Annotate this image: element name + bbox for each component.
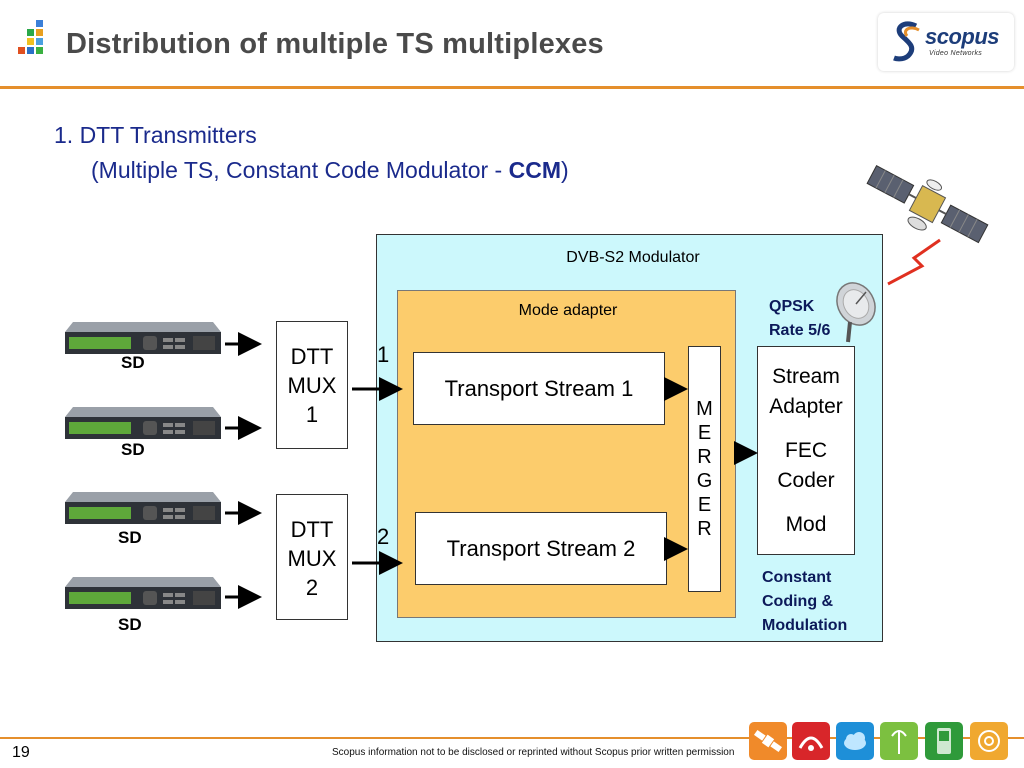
sd-label: SD (118, 528, 142, 547)
sd-label: SD (118, 615, 142, 634)
modulator-label: DVB-S2 Modulator (566, 249, 700, 266)
bullet-line-2-bold: CCM (508, 157, 561, 183)
dtt-mux-1-box: DTT MUX 1 (276, 321, 348, 449)
input-2-number: 2 (377, 524, 390, 549)
sd-label: SD (121, 440, 145, 459)
logo-text: scopus (925, 24, 1000, 49)
satellite-icon (866, 165, 989, 244)
stream-adapter-line: Stream (772, 365, 840, 388)
signal-lightning-icon (887, 238, 941, 286)
sd-encoder-device (65, 577, 221, 609)
transport-stream-2-label: Transport Stream 2 (446, 535, 636, 561)
mux-line: DTT (290, 344, 334, 369)
mux-line: 1 (305, 402, 319, 427)
qpsk-note: QPSK Rate 5/6 (769, 295, 830, 343)
ccm-line: Constant (762, 569, 832, 586)
broadcast-icon (792, 722, 830, 760)
page-title: Distribution of multiple TS multiplexes (66, 28, 604, 60)
transport-stream-2-box: Transport Stream 2 (415, 512, 667, 585)
fec-coder-line: FEC (785, 439, 827, 462)
input-1-number: 1 (377, 342, 390, 367)
logo-subtitle: Video Networks (929, 50, 983, 57)
mode-adapter-label: Mode adapter (518, 302, 618, 319)
satellite-icon (749, 722, 787, 760)
bullet-line-1: 1. DTT Transmitters (54, 122, 257, 148)
ccm-line: Modulation (762, 617, 848, 634)
bullet-line-2-prefix: (Multiple TS, Constant Code Modulator - (91, 157, 509, 183)
ccm-line: Coding & (762, 593, 834, 610)
merger-box: M E R G E R (688, 346, 721, 592)
sd-label: SD (121, 353, 145, 372)
fec-coder-line: Coder (777, 469, 835, 492)
mux-line: MUX (287, 373, 337, 398)
qpsk-line: Rate 5/6 (769, 322, 831, 339)
sd-encoder-device (65, 492, 221, 524)
mod-line: Mod (785, 513, 827, 536)
footer-disclaimer: Scopus information not to be disclosed o… (332, 747, 735, 758)
merger-letter: R (697, 446, 712, 468)
header-divider (0, 86, 1024, 89)
dtt-mux-2-box: DTT MUX 2 (276, 494, 348, 620)
stream-adapter-line: Adapter (769, 395, 843, 418)
mobile-phone-icon (925, 722, 963, 760)
satellite-dish-icon (836, 282, 876, 343)
footer-divider (0, 737, 1024, 739)
cloud-icon (836, 722, 874, 760)
merger-letter: E (697, 494, 712, 516)
sd-encoder-device (65, 322, 221, 354)
merger-letter: R (697, 518, 712, 540)
sd-encoder-device (65, 407, 221, 439)
slide-bullet-logo-icon (18, 20, 43, 54)
transport-stream-1-box: Transport Stream 1 (413, 352, 665, 425)
mux-line: 2 (305, 575, 319, 600)
scopus-s-icon (893, 21, 920, 62)
bullet-line-2-suffix: ) (560, 157, 569, 183)
page-number: 19 (12, 744, 30, 761)
transport-stream-1-label: Transport Stream 1 (444, 375, 634, 401)
mux-line: DTT (290, 517, 334, 542)
ccm-note: Constant Coding & Modulation (762, 566, 847, 638)
antenna-icon (880, 722, 918, 760)
merger-letter: E (697, 422, 712, 444)
merger-letter: M (696, 398, 713, 420)
stream-adapter-box: Stream Adapter FEC Coder Mod (757, 346, 855, 555)
merger-letter: G (696, 470, 713, 492)
bullet-line-2: (Multiple TS, Constant Code Modulator - … (91, 157, 569, 184)
email-icon (970, 722, 1008, 760)
qpsk-line: QPSK (769, 298, 815, 315)
mux-line: MUX (287, 546, 337, 571)
